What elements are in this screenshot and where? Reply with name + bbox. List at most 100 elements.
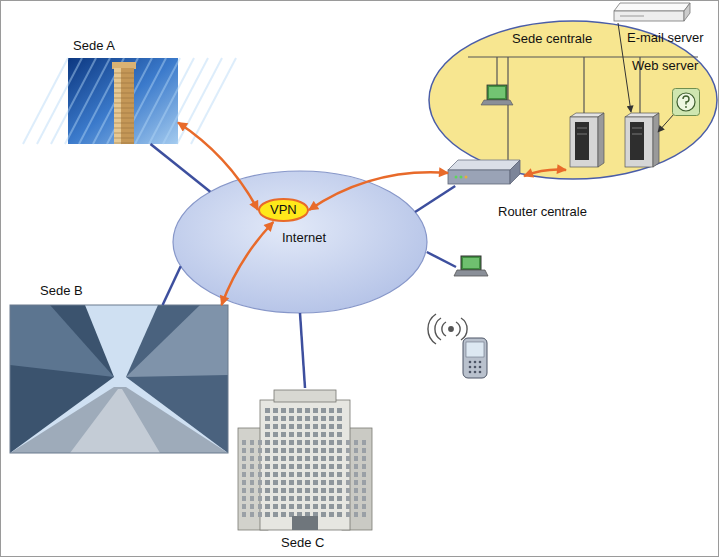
node-label: E-mail server [627,30,704,46]
sedeB-art-part [10,305,228,453]
sedeC-art-part [346,488,350,493]
vpn-ellipse: VPN [258,198,309,222]
sedeC-art-part [258,464,262,469]
node-label: Sede centrale [512,31,592,47]
web-art-part [677,93,695,111]
sedeA-art-part [51,58,96,144]
laptop-icon [454,256,488,276]
sedeC-art-part [321,496,326,501]
sedeC-art-part [265,408,270,413]
sedeC-art-part [289,432,294,437]
sedeC-art-part [250,440,254,445]
sedeC-art-part [250,512,254,517]
router-art-part [448,160,520,170]
laptop-icon-part [454,270,488,276]
router-art [448,160,520,186]
sedeC-art-part [273,424,278,429]
sedeC-art-part [281,440,286,445]
sedeC-art-part [321,448,326,453]
sedeC-art-part [281,408,286,413]
sedeA-art-part [191,58,236,144]
sedeC-art-part [321,480,326,485]
sedeC-art-part [289,488,294,493]
sedeC-art-part [250,496,254,501]
sedeC-art-part [337,464,342,469]
sedeC-art-part [274,390,336,402]
sedeC-art-part [265,464,270,469]
sedeC-art-part [265,480,270,485]
sedeC-art-part [337,504,342,509]
sedeC-art-part [329,480,334,485]
phone-icon-part [469,371,472,374]
sedeC-art-part [273,504,278,509]
sedeC-art-part [329,448,334,453]
sedeC-art-part [305,432,310,437]
mail-art-part [614,3,690,11]
centrale-art-part [632,128,642,129]
centrale-art-part [583,57,584,115]
sedeC-art-part [281,512,286,517]
sedeA-art-part [114,98,134,99]
sedeC-art-part [289,456,294,461]
node-label: Web server [632,58,698,74]
sedeC-art-part [273,448,278,453]
sedeC-art-part [258,448,262,453]
sedeA-art-part [114,143,134,144]
sedeC-art-part [289,472,294,477]
centrale-art-part [658,114,674,132]
sedeC-art-part [321,408,326,413]
sedeC-art-part [329,512,334,517]
sedeA-art-part [79,58,124,144]
centrale-art-part [575,122,589,160]
web-art [672,88,700,116]
sedeC-art-part [273,480,278,485]
sedeC-art [230,388,380,530]
sedeC-art-part [289,416,294,421]
router-art-part [455,176,458,179]
centrale-art-part [577,128,587,129]
wifi-waves-part [442,322,446,336]
sedeC-art-part [362,472,366,477]
mail-art-part [614,11,684,21]
sedeC-art-part [273,440,278,445]
sedeC-art-part [305,480,310,485]
centrale-art-part [481,100,513,105]
wifi-waves-part [449,327,453,331]
sedeC-art-part [362,464,366,469]
sedeC-art-part [362,448,366,453]
sedeC-art-part [313,424,318,429]
centrale-art-part [429,21,717,179]
sedeC-art-part [354,440,358,445]
sedeA-art-part [114,133,134,134]
sedeC-art-part [305,464,310,469]
sedeC-art-part [362,456,366,461]
sedeC-art-part [362,504,366,509]
wifi-waves [428,314,467,344]
sedeC-art-part [346,440,350,445]
office-building: Sede B [10,305,228,453]
phone-icon-part [474,361,477,364]
sedeB-art-part [10,387,228,453]
sedeC-art-part [354,480,358,485]
sedeC-art-part [242,488,246,493]
sedeC-art-part [297,424,302,429]
sedeC-art-part [258,496,262,501]
sedeC-art-part [273,456,278,461]
sedeC-art-part [305,472,310,477]
office-building: Sede C [230,388,380,530]
centrale-art-part [632,134,642,135]
sedeC-art-part [281,432,286,437]
sedeA-art-part [135,58,180,144]
sedeA-art-part [114,88,134,89]
sedeC-art-part [346,464,350,469]
sedeA-art-part [93,58,138,144]
sedeC-art-part [313,408,318,413]
sedeC-art-part [321,488,326,493]
sedeC-art-part [313,504,318,509]
centrale-art-part [570,117,598,167]
wifi-waves-part [461,318,467,340]
sedeC-art-part [354,464,358,469]
sedeC-art-part [354,448,358,453]
centrale-art-part [496,57,497,85]
sedeC-art-part [337,448,342,453]
